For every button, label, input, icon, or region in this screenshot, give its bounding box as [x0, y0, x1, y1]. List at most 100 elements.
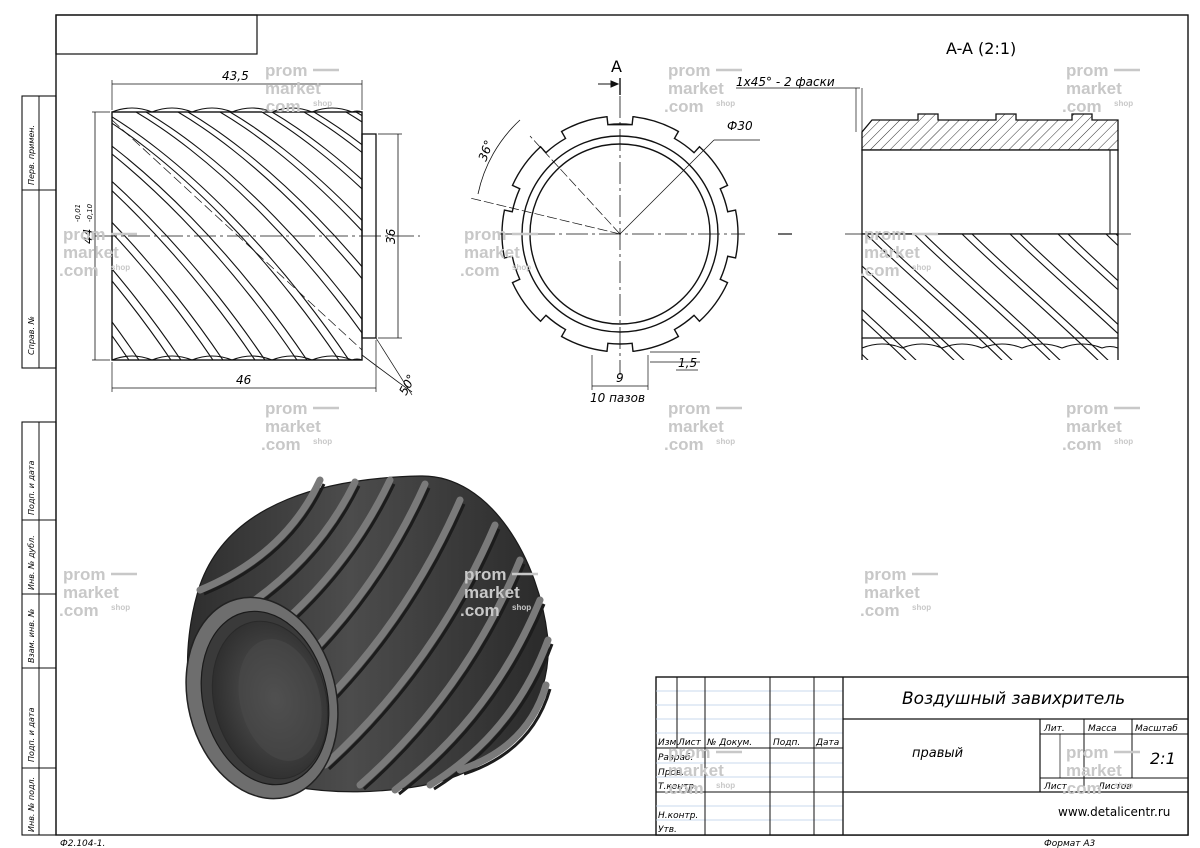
watermark-text: prom	[668, 743, 711, 762]
render-rib-shadow	[398, 603, 546, 796]
label-inv-dubl: Инв. № дубл.	[27, 535, 36, 590]
helical-groove-line	[270, 112, 362, 181]
watermark-text: market	[1066, 761, 1122, 780]
helical-groove-line	[865, 234, 1003, 360]
watermark-text: .com	[460, 601, 500, 620]
watermark-text: prom	[1066, 743, 1109, 762]
watermark-text: prom	[63, 565, 106, 584]
helical-groove-line	[1105, 234, 1118, 247]
tb-n-dokum: № Докум.	[706, 738, 752, 748]
helical-groove-line	[1150, 230, 1200, 370]
watermark-text: prom	[864, 225, 907, 244]
watermark-text: market	[265, 79, 321, 98]
helical-groove-line	[112, 180, 266, 360]
helical-groove-line	[112, 280, 172, 360]
tb-utv: Утв.	[658, 825, 677, 835]
tb-data: Дата	[815, 738, 839, 748]
helical-groove-line	[971, 234, 1109, 360]
front-view	[92, 80, 420, 396]
section-view	[718, 87, 1200, 370]
watermark-shop: shop	[716, 99, 735, 108]
helical-groove-line	[112, 232, 214, 360]
helical-groove-line	[112, 153, 298, 360]
watermark-shop: shop	[716, 437, 735, 446]
watermark-text: .com	[860, 261, 900, 280]
render-rib-shadow	[203, 483, 326, 596]
watermark-text: prom	[864, 565, 907, 584]
dim-slots: 10 пазов	[590, 391, 645, 405]
helical-groove-line	[718, 230, 868, 370]
watermark-text: prom	[265, 399, 308, 418]
watermark-text: .com	[664, 779, 704, 798]
render-rib	[426, 636, 552, 789]
watermark-text: .com	[261, 97, 301, 116]
helical-groove-line	[112, 145, 308, 360]
watermark-shop: shop	[111, 603, 130, 612]
render-rib	[456, 681, 550, 774]
title-block	[655, 676, 1189, 836]
sheet-frame	[21, 14, 1189, 836]
format-label: Формат А3	[1044, 839, 1096, 848]
dim-dia-36: 36	[384, 228, 398, 244]
render-rib	[196, 476, 324, 594]
tb-n-kontr: Н.контр.	[658, 811, 698, 821]
watermark-text: .com	[1062, 97, 1102, 116]
helical-groove-line	[112, 268, 182, 360]
helical-groove-line	[218, 112, 362, 232]
helical-groove-line	[961, 234, 1099, 360]
label-inv-podl: Инв. № подл.	[27, 777, 36, 832]
watermark-text: market	[1066, 79, 1122, 98]
watermark-text: .com	[261, 435, 301, 454]
doc-code: Ф2.104-1.	[60, 839, 105, 848]
helical-groove-line	[1019, 234, 1118, 326]
helical-groove-line	[1160, 230, 1200, 370]
watermark-shop: shop	[313, 99, 332, 108]
watermark-text: prom	[668, 61, 711, 80]
dim-dia-outer: 44	[81, 229, 95, 244]
label-podp-data-2: Подп. и дата	[27, 707, 36, 762]
dim-slot-width: 9	[616, 371, 624, 385]
tb-massa: Масса	[1088, 724, 1117, 734]
helical-groove-line	[875, 234, 1013, 360]
side-labels: Перв. примен. Справ. № Подп. и дата Инв.…	[27, 125, 36, 832]
render-rib	[321, 521, 499, 769]
tb-list: Лист	[677, 738, 702, 748]
section-view-text: A-A (2:1) 1х45° - 2 фаски	[736, 39, 1016, 89]
watermark-text: prom	[1066, 61, 1109, 80]
render-rib-shadow	[363, 563, 526, 791]
drawing-variant: правый	[912, 746, 963, 761]
drawing-scale: 2:1	[1150, 749, 1176, 768]
watermark-text: .com	[1062, 779, 1102, 798]
helical-groove-line	[913, 234, 1051, 360]
watermark-text: market	[668, 761, 724, 780]
watermark-text: market	[464, 583, 520, 602]
helical-groove-line	[228, 112, 362, 222]
tb-prov: Пров.	[658, 768, 684, 778]
dim-tol-upper: -0,01	[74, 204, 82, 222]
tb-list2: Лист	[1043, 782, 1068, 792]
render-rib	[356, 556, 524, 789]
tb-masshtab: Масштаб	[1135, 724, 1178, 734]
dim-angle-36: 36°	[476, 138, 496, 163]
dim-len-total: 46	[236, 373, 252, 387]
tb-lit: Лит.	[1043, 724, 1065, 734]
watermark-shop: shop	[313, 437, 332, 446]
tb-izm: Изм.	[658, 738, 679, 748]
watermark-text: .com	[59, 261, 99, 280]
helical-groove-line	[312, 112, 362, 146]
helical-groove-line	[862, 274, 955, 360]
helical-groove-line	[112, 321, 140, 360]
watermark-text: market	[63, 243, 119, 262]
end-view-dim-text: A Ф30 36° 9 1,5 10 пазов	[476, 57, 753, 405]
tb-podp: Подп.	[773, 738, 800, 748]
end-view	[469, 78, 792, 390]
watermark-text: .com	[1062, 435, 1102, 454]
watermark-text: market	[265, 417, 321, 436]
helical-groove-line	[112, 116, 350, 360]
title-block-text: Изм. Лист № Докум. Подп. Дата Разраб. Пр…	[60, 689, 1178, 848]
watermark-text: .com	[664, 435, 704, 454]
helical-groove-line	[862, 308, 917, 360]
helical-groove-line	[862, 265, 965, 360]
